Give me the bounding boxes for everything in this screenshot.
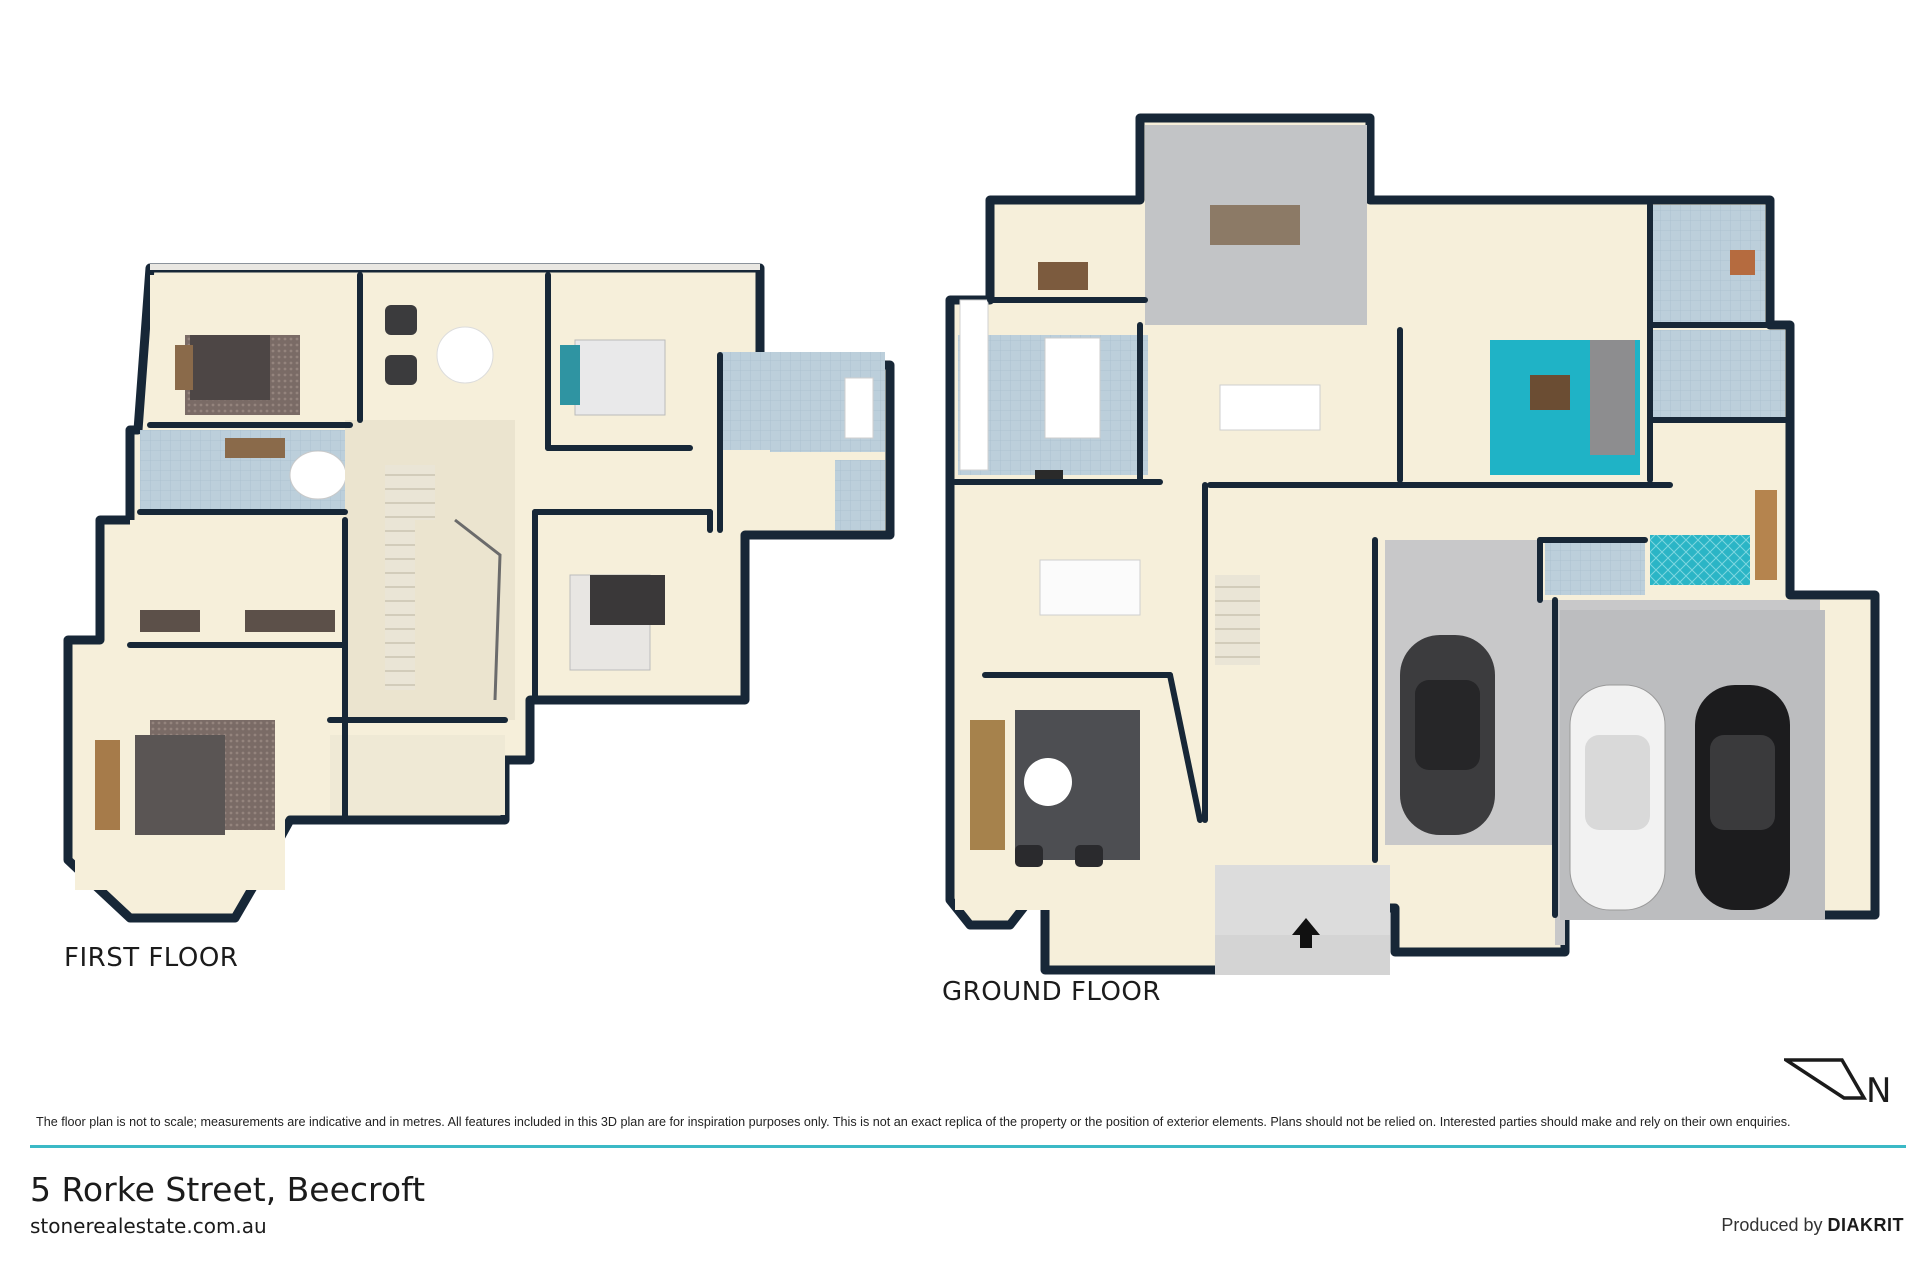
first-floor-label: FIRST FLOOR bbox=[64, 943, 239, 973]
bed bbox=[574, 339, 666, 416]
staircase bbox=[385, 465, 435, 690]
kitchen-island bbox=[1044, 337, 1101, 439]
producer-credit: Produced by DIAKRIT bbox=[1721, 1215, 1904, 1236]
first-floor-plan bbox=[63, 263, 895, 923]
agency-website[interactable]: stonerealestate.com.au bbox=[30, 1214, 267, 1238]
bed bbox=[135, 735, 225, 835]
formal-dining-table bbox=[1039, 559, 1141, 616]
producer-prefix: Produced by bbox=[1721, 1215, 1823, 1235]
study-rug bbox=[1650, 535, 1750, 585]
property-address: 5 Rorke Street, Beecroft bbox=[30, 1170, 426, 1209]
entry-arrow-icon bbox=[1292, 918, 1320, 948]
outdoor-table bbox=[1210, 205, 1300, 245]
north-letter: N bbox=[1866, 1071, 1891, 1108]
dining-table bbox=[1219, 384, 1321, 431]
car-white bbox=[1569, 684, 1666, 911]
car-dark-grey bbox=[1400, 635, 1495, 835]
ground-staircase bbox=[1215, 575, 1260, 665]
hallway bbox=[520, 450, 770, 510]
ground-floor-label: GROUND FLOOR bbox=[942, 977, 1161, 1007]
north-arrow-icon: N bbox=[1780, 1058, 1894, 1111]
accent-rule bbox=[30, 1145, 1906, 1148]
powder-room bbox=[1650, 330, 1785, 420]
producer-brand: DIAKRIT bbox=[1827, 1215, 1904, 1235]
bed bbox=[190, 335, 270, 400]
laundry-small bbox=[1545, 540, 1645, 595]
car-black bbox=[1695, 685, 1790, 910]
coffee-table bbox=[1530, 375, 1570, 410]
disclaimer-text: The floor plan is not to scale; measurem… bbox=[36, 1115, 1791, 1129]
ground-floor-plan bbox=[945, 113, 1880, 975]
bath bbox=[289, 450, 347, 500]
sofa bbox=[1590, 340, 1635, 455]
